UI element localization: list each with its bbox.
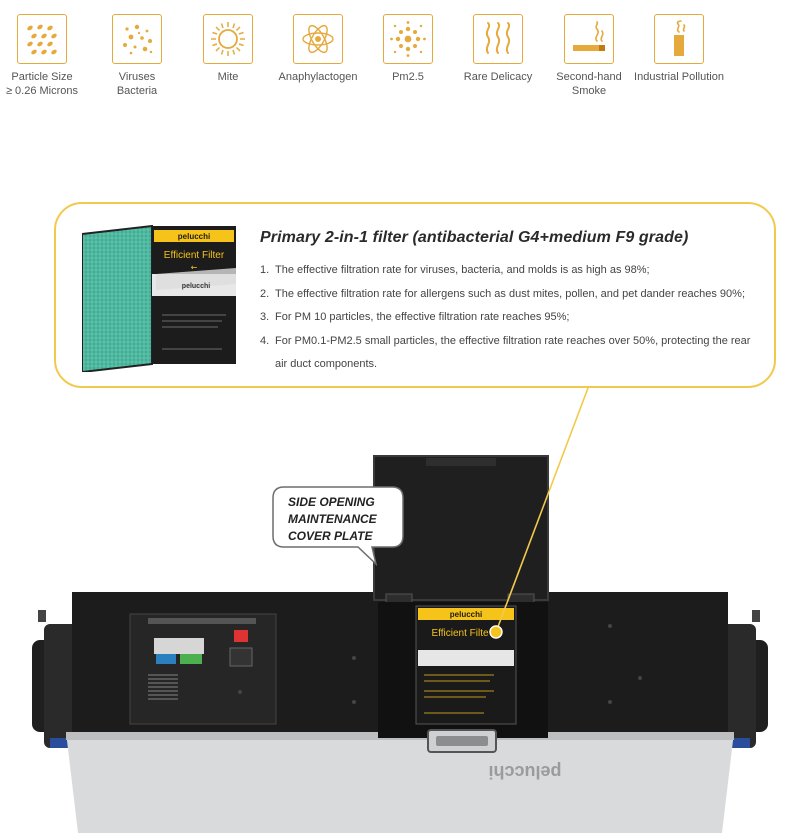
bubble-text: SIDE OPENING MAINTENANCE COVER PLATE [288,494,408,545]
control-panel [129,613,277,725]
list-item: 1.The effective filtration rate for viru… [260,264,650,276]
icon-item-viruses-bacteria: Viruses Bacteria [89,14,185,98]
atom-icon [293,14,343,64]
cigarette-icon [564,14,614,64]
icon-label: Industrial Pollution [634,71,724,83]
icon-item-industrial-pollution: Industrial Pollution [631,14,727,84]
filter-callout-card: pelucchi Efficient Filter ← pelucchi Pri… [54,202,776,388]
icon-item-mite: Mite [180,14,276,84]
speech-bubble [272,486,404,566]
icon-item-pm25: Pm2.5 [360,14,456,84]
installed-filter-brand: pelucchi [450,610,482,619]
steam-waves-icon [473,14,523,64]
dot-burst-icon [383,14,433,64]
icon-label: Pm2.5 [392,71,424,83]
icon-label: Second-hand Smoke [556,71,622,97]
filter-band-brand: pelucchi [182,283,210,290]
feature-list: 1.The effective filtration rate for viru… [260,259,765,377]
list-item: 4.For PM0.1-PM2.5 small particles, the e… [260,334,751,371]
pollutant-icon-row: Particle Size ≥ 0.26 Microns Viruses Bac… [0,0,800,120]
bubble-line: MAINTENANCE [288,512,377,526]
left-duct [44,624,78,748]
chimney-icon [654,14,704,64]
filter-label: Efficient Filter [164,250,225,261]
icon-label: Anaphylactogen [278,71,358,83]
icon-label: Rare Delicacy [463,71,533,83]
filter-photo: pelucchi Efficient Filter ← pelucchi [82,224,236,372]
base-brand-reflection: pelucchi [488,762,561,782]
filter-arrow: ← [191,263,198,272]
icon-item-anaphylactogen: Anaphylactogen [270,14,366,84]
icon-item-second-hand-smoke: Second-hand Smoke [541,14,637,98]
card-title: Primary 2-in-1 filter (antibacterial G4+… [260,229,689,246]
scattered-dots-icon [112,14,162,64]
machine-base [66,732,734,833]
icon-label: Viruses Bacteria [116,71,158,97]
right-duct [722,624,756,748]
bubble-line: COVER PLATE [288,529,373,543]
icon-item-rare-delicacy: Rare Delicacy [450,14,546,84]
bubble-line: SIDE OPENING [288,495,375,509]
grain-dots-icon [17,14,67,64]
list-item: 2.The effective filtration rate for alle… [260,287,746,300]
power-switch[interactable] [234,630,248,642]
installed-filter-label: Efficient Filte [431,628,488,639]
icon-label: Particle Size ≥ 0.26 Microns [5,71,79,97]
icon-item-particle-size: Particle Size ≥ 0.26 Microns [0,14,90,98]
sun-icon [203,14,253,64]
list-item: 3.For PM 10 particles, the effective fil… [260,311,570,323]
filter-brand: pelucchi [178,232,210,241]
icon-label: Mite [217,71,239,83]
